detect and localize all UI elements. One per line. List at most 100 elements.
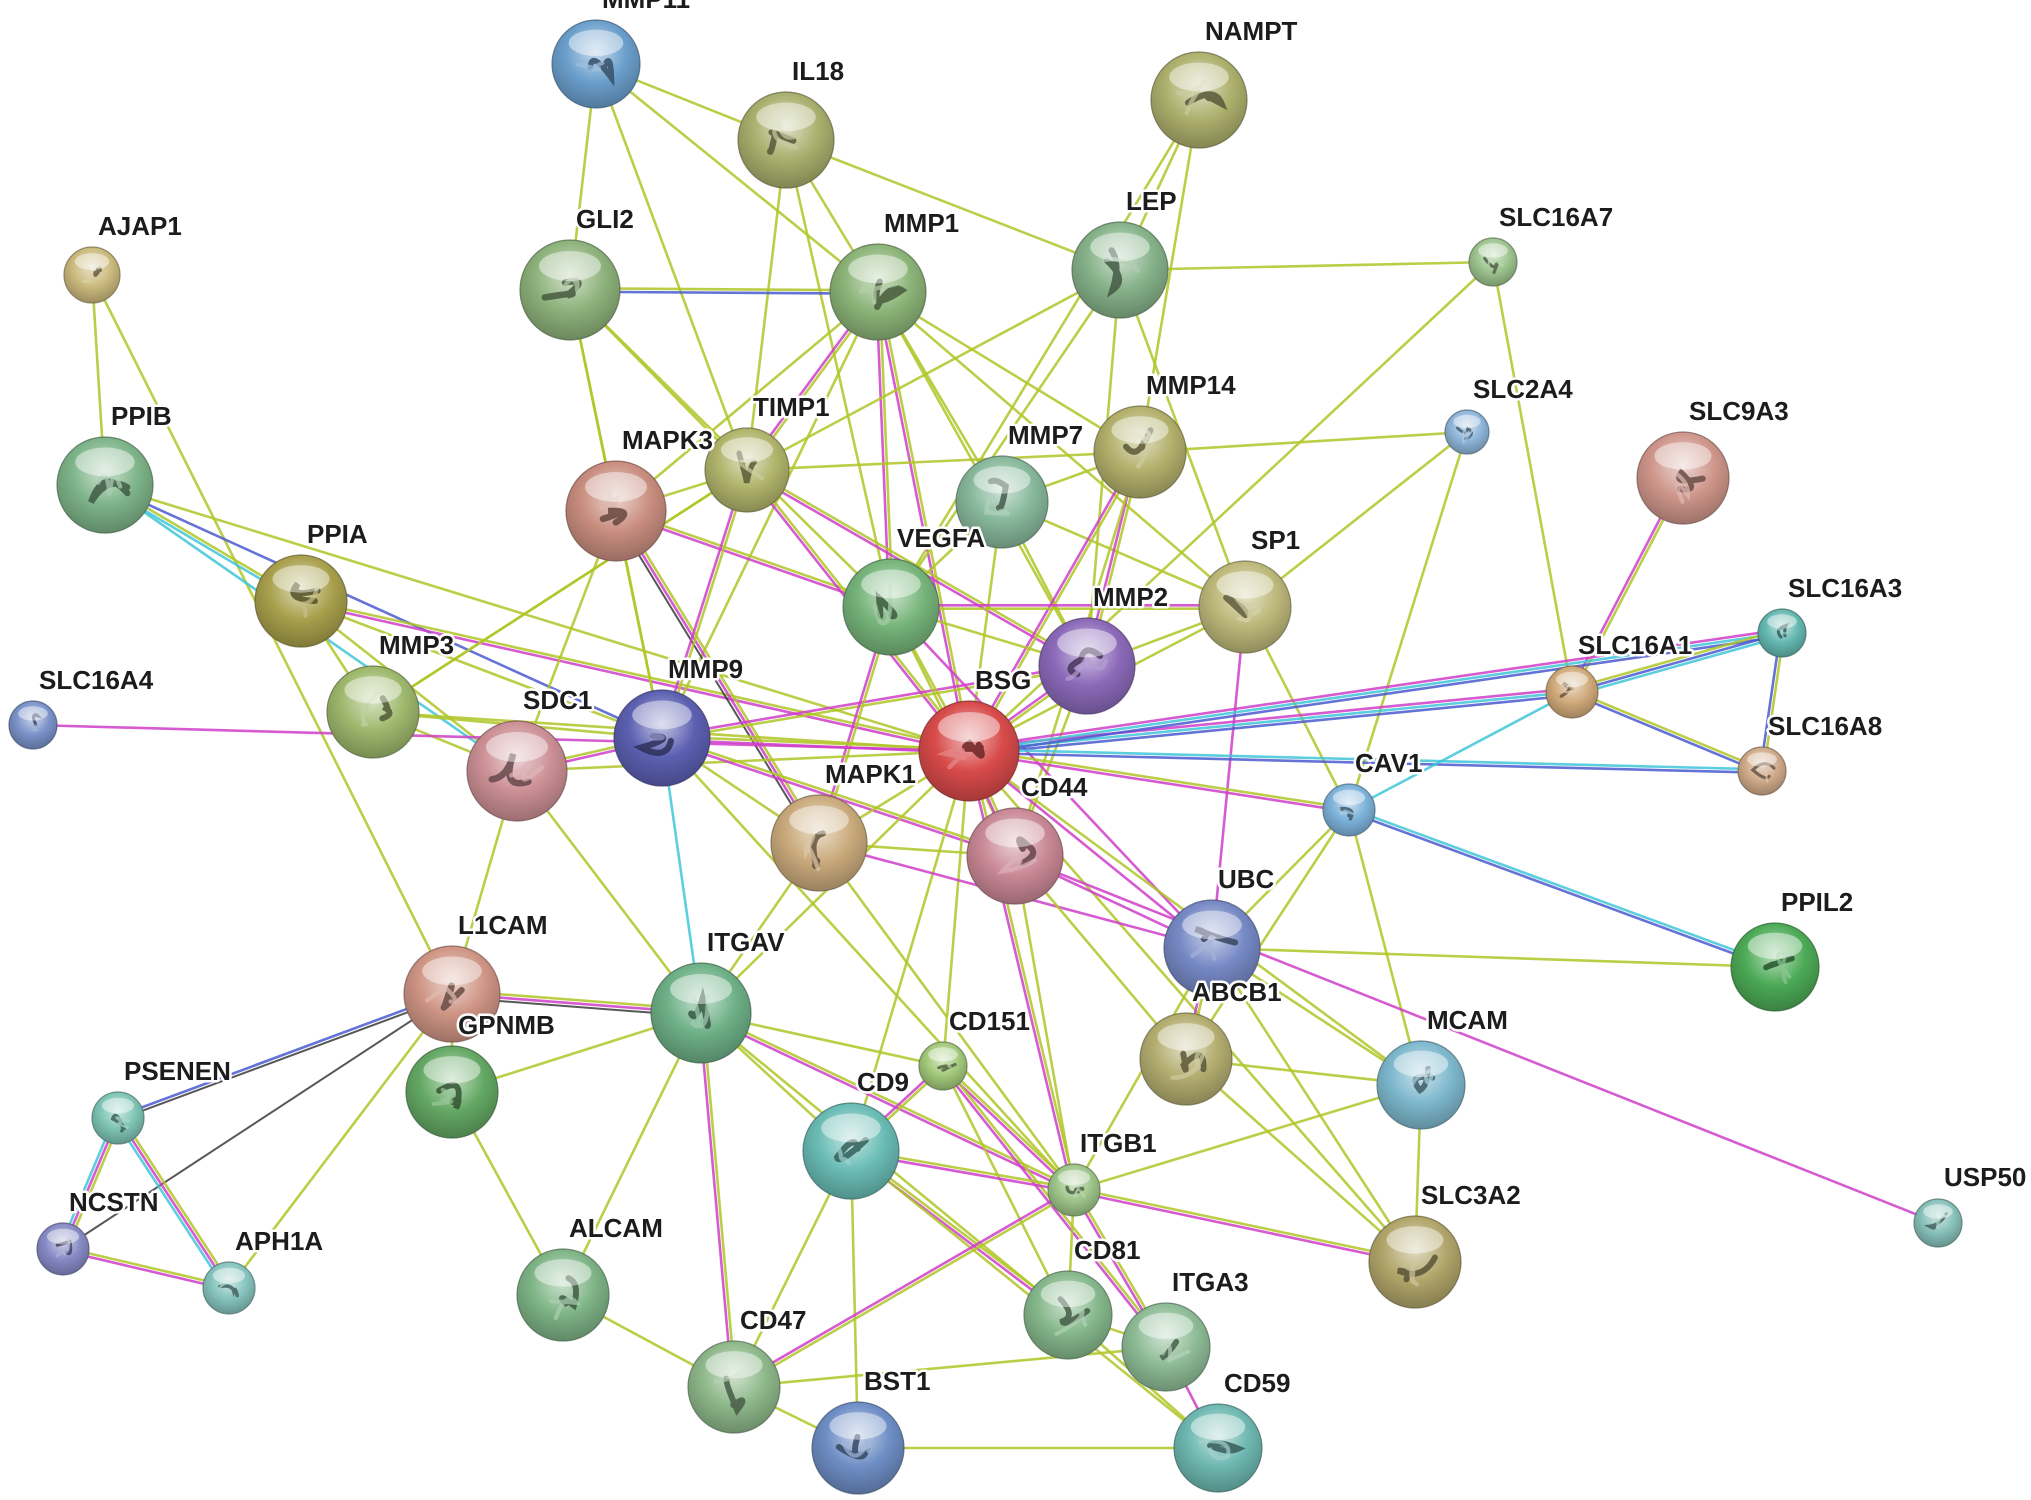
protein-structure-glyph (32, 713, 43, 727)
node-MMP1[interactable] (829, 243, 927, 341)
node-gloss (74, 253, 110, 270)
edge-MMP1-MMP14 (877, 290, 1141, 454)
node-APH1A[interactable] (202, 1261, 256, 1315)
protein-structure-glyph (1763, 955, 1795, 971)
node-SLC16A8[interactable] (1737, 746, 1787, 796)
node-label-NCSTN: NCSTN (69, 1187, 159, 1217)
node-ITGAV[interactable] (650, 962, 752, 1064)
node-MCAM[interactable] (1376, 1040, 1466, 1130)
node-MAPK1[interactable] (770, 794, 868, 892)
node-gloss (344, 676, 402, 704)
node-IL18[interactable] (737, 91, 835, 189)
node-AJAP1[interactable] (63, 246, 121, 304)
protein-structure-glyph (1067, 647, 1104, 678)
node-MMP9[interactable] (613, 689, 711, 787)
node-LEP[interactable] (1071, 221, 1169, 319)
node-CD47[interactable] (687, 1340, 781, 1434)
node-CD44[interactable] (966, 807, 1064, 905)
node-gloss (585, 472, 647, 502)
edge-LEP-VEGFA (889, 269, 1122, 608)
node-CD9[interactable] (802, 1102, 900, 1200)
edge-L1CAM-PSENEN (118, 994, 453, 1121)
edge-MAPK3-MAPK1 (614, 510, 821, 844)
node-GPNMB[interactable] (405, 1045, 499, 1139)
node-gloss (1190, 1413, 1246, 1441)
protein-structure-glyph (1103, 257, 1141, 274)
node-ABCB1[interactable] (1139, 1012, 1233, 1106)
node-SDC1[interactable] (466, 720, 568, 822)
node-CD59[interactable] (1173, 1403, 1263, 1493)
protein-structure-glyph (1409, 1263, 1420, 1287)
protein-structure-glyph (115, 1116, 130, 1129)
node-CD151[interactable] (918, 1041, 968, 1091)
node-label-SLC3A2: SLC3A2 (1421, 1180, 1521, 1210)
protein-structure-glyph (937, 1062, 957, 1072)
node-gloss (423, 1056, 481, 1084)
edge-CD44-USP50 (1014, 854, 1939, 1225)
node-label-MMP2: MMP2 (1093, 582, 1168, 612)
node-PPIL2[interactable] (1730, 922, 1820, 1012)
edge-SLC16A1-CAV1 (1348, 690, 1573, 812)
node-TIMP1[interactable] (704, 427, 790, 513)
node-ITGB1[interactable] (1047, 1163, 1101, 1217)
node-gloss (1111, 416, 1169, 444)
node-gloss (1332, 789, 1366, 806)
node-UBC[interactable] (1163, 899, 1261, 997)
node-SLC9A3[interactable] (1636, 431, 1730, 525)
protein-structure-glyph (549, 1296, 582, 1321)
edge-SLC2A4-CAV1 (1347, 431, 1469, 811)
node-MMP14[interactable] (1093, 405, 1187, 499)
node-BSG[interactable] (918, 700, 1020, 802)
node-NAMPT[interactable] (1150, 51, 1248, 149)
edge-SDC1-BSG (516, 749, 970, 773)
node-PPIB[interactable] (56, 436, 154, 534)
edge-CD151-ITGA3 (940, 1066, 1166, 1349)
protein-structure-glyph (1198, 1439, 1231, 1461)
node-label-USP50: USP50 (1944, 1162, 2026, 1192)
node-SLC3A2[interactable] (1368, 1215, 1462, 1309)
edge-ITGB1-CD47 (734, 1190, 1076, 1390)
node-VEGFA[interactable] (842, 558, 940, 656)
node-PPIA[interactable] (254, 554, 348, 648)
node-L1CAM[interactable] (403, 945, 501, 1043)
node-CAV1[interactable] (1322, 783, 1376, 837)
node-SLC2A4[interactable] (1444, 409, 1490, 455)
node-label-CD9: CD9 (857, 1067, 909, 1097)
node-ITGA3[interactable] (1121, 1302, 1211, 1392)
node-gloss (212, 1267, 246, 1284)
node-gloss (1478, 243, 1508, 258)
node-CD81[interactable] (1023, 1270, 1113, 1360)
edge-SLC16A1-SLC16A3 (1571, 631, 1783, 694)
node-PSENEN[interactable] (91, 1091, 145, 1145)
node-MMP7[interactable] (955, 455, 1049, 549)
node-MMP2[interactable] (1038, 617, 1136, 715)
edge-SLC2A4-MMP14 (1139, 430, 1468, 454)
node-SLC16A1[interactable] (1545, 665, 1599, 719)
node-SLC16A3[interactable] (1757, 608, 1807, 658)
edge-SLC16A7-SLC16A1 (1491, 261, 1574, 693)
edge-MMP11-MMP1 (595, 62, 879, 294)
protein-structure-glyph (1016, 836, 1037, 866)
node-BST1[interactable] (811, 1401, 905, 1495)
node-MMP11[interactable] (551, 19, 641, 109)
edge-CD44-ITGB1 (1013, 855, 1076, 1191)
node-ball (63, 246, 121, 304)
edge-MMP14-BSG (966, 450, 1140, 751)
node-SP1[interactable] (1198, 560, 1292, 654)
edge-MMP1-BSG (875, 292, 969, 752)
protein-structure-glyph (1223, 594, 1249, 619)
protein-structure-glyph (1160, 1343, 1191, 1363)
node-gloss (848, 254, 908, 284)
node-SLC16A4[interactable] (8, 700, 58, 750)
node-gloss (928, 1047, 958, 1062)
node-ALCAM[interactable] (516, 1248, 610, 1342)
node-NCSTN[interactable] (36, 1222, 90, 1276)
node-MAPK3[interactable] (565, 460, 667, 562)
node-GLI2[interactable] (519, 239, 621, 341)
node-MMP3[interactable] (326, 665, 420, 759)
node-ball (36, 1222, 90, 1276)
edge-ITGAV-CD47 (698, 1013, 734, 1388)
node-SLC16A7[interactable] (1468, 237, 1518, 287)
node-USP50[interactable] (1913, 1198, 1963, 1248)
protein-structure-glyph (803, 833, 821, 871)
